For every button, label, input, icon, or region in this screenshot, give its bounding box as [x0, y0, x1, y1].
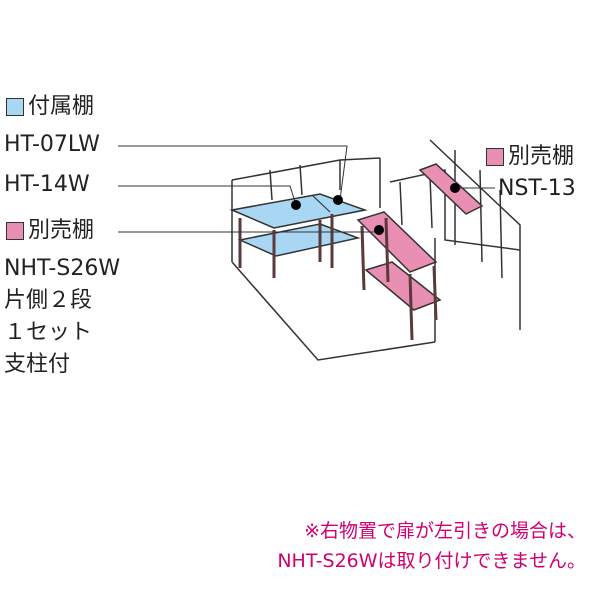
- legend-attached: 付属棚: [6, 96, 94, 118]
- separate-shelf-upper: [356, 211, 438, 273]
- attached-shelf-lower: [237, 223, 361, 257]
- wall-shelf-label: 別売棚: [508, 144, 575, 169]
- legend-wall-shelf: 別売棚: [486, 146, 574, 168]
- detail-with-posts: 支柱付: [4, 352, 71, 377]
- separate-shelf-legs: [360, 217, 438, 341]
- floor-outline: [231, 261, 436, 361]
- model-ht-07lw: HT-07LW: [4, 132, 100, 157]
- model-nht-s26w: NHT-S26W: [4, 256, 121, 281]
- right-wall: [379, 139, 521, 342]
- separate-color-swatch: [6, 222, 24, 240]
- wall-shelf-color-swatch: [486, 148, 504, 166]
- attached-shelf-upper: [229, 193, 368, 229]
- attached-color-swatch: [6, 98, 24, 116]
- model-ht-14w: HT-14W: [4, 172, 90, 197]
- separate-label: 別売棚: [28, 218, 95, 243]
- separate-shelf-lower: [364, 261, 442, 311]
- attached-shelf-legs: [238, 214, 334, 278]
- note-line-1: ※右物置で扉が左引きの場合は、: [304, 520, 586, 542]
- back-wall: [231, 157, 381, 262]
- pointer-dots: [291, 183, 460, 235]
- leader-lines: [118, 145, 495, 233]
- note-line-2: NHT-S26Wは取り付けできません。: [277, 550, 586, 572]
- attached-label: 付属棚: [28, 94, 95, 119]
- detail-two-tier: 片側２段: [4, 288, 93, 313]
- model-nst-13: NST-13: [498, 176, 576, 201]
- detail-one-set: １セット: [4, 320, 93, 345]
- legend-separate: 別売棚: [6, 220, 94, 242]
